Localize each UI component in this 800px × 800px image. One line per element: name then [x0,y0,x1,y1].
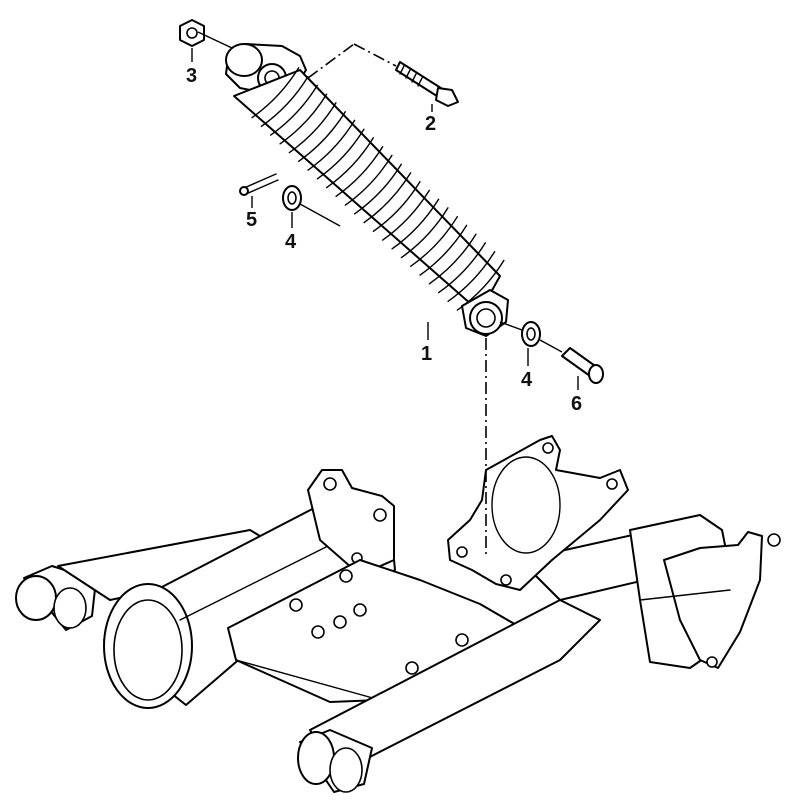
swing-arm-frame [15,435,781,793]
bolt [395,61,459,107]
spring-coil [428,233,477,285]
right-bushing [297,729,373,793]
spring-coil [344,154,393,206]
spring-coil [316,128,365,180]
right-mount-bracket [447,435,629,591]
callout-labels: 1 2 3 4 4 5 6 [186,65,582,415]
clevis-pin [561,347,604,384]
spring-coil [363,172,412,224]
spring-coil [419,224,468,276]
callout-6: 6 [571,393,582,415]
callout-leaders [191,48,579,390]
callout-1: 1 [421,343,432,365]
spring-coil [410,216,458,267]
spring-coil [298,111,346,162]
spring-coil [447,251,496,302]
spring-coil [288,102,337,154]
rear-mount-box [629,514,781,669]
callout-4-upper: 4 [285,231,297,253]
callout-3: 3 [186,65,197,87]
spring-coil [270,84,318,136]
spring-coil [335,146,384,197]
assembly-lines [197,31,563,556]
spring-coil [438,242,486,294]
spring-coil [279,93,328,145]
left-mount-bracket [307,469,395,576]
spring-coil [354,163,402,215]
shock-absorber [225,43,509,337]
spring-coil [391,198,440,250]
callout-5: 5 [246,209,257,231]
washer-lower [521,321,541,347]
spring-coil [251,67,300,119]
washer-upper [282,185,302,211]
spring-coil [400,207,449,259]
spring-coil [382,189,430,241]
spring-coil [307,119,356,171]
spring-coil [260,76,309,127]
cotter-pin [239,173,279,196]
callout-4-lower: 4 [521,369,533,391]
callout-2: 2 [425,113,436,135]
nut [179,19,205,47]
left-bushing [15,565,97,631]
spring-coil [372,181,421,232]
spring-coil [326,137,374,189]
main-tube [103,504,396,709]
